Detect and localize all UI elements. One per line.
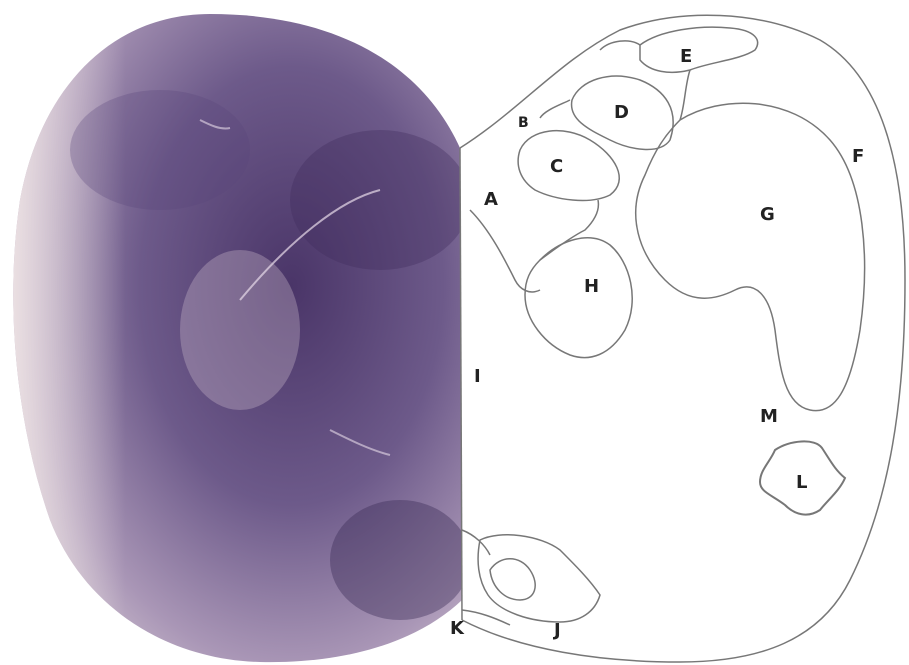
region-C-outline	[518, 131, 619, 201]
region-G-outline	[636, 103, 865, 410]
label-M: M	[760, 406, 778, 427]
label-J: J	[552, 620, 561, 641]
label-C: C	[550, 156, 563, 177]
region-K-boundary	[462, 530, 510, 625]
region-A-boundary	[470, 200, 598, 292]
label-F: F	[852, 146, 864, 167]
label-I: I	[474, 366, 481, 387]
diagram-half	[460, 15, 905, 662]
label-L: L	[796, 472, 807, 493]
label-G: G	[760, 204, 775, 225]
region-E-outline	[640, 27, 758, 72]
stained-tissue-half	[13, 14, 470, 662]
region-J-outline	[478, 535, 600, 622]
label-K: K	[450, 618, 465, 639]
region-labels: A B C D E F G H I J K L M	[450, 46, 864, 641]
label-D: D	[614, 102, 629, 123]
label-A: A	[484, 189, 498, 210]
region-H-outline	[525, 238, 632, 358]
label-E: E	[680, 46, 692, 67]
region-J-inner	[490, 559, 535, 600]
label-B: B	[518, 115, 529, 131]
label-H: H	[584, 276, 599, 297]
